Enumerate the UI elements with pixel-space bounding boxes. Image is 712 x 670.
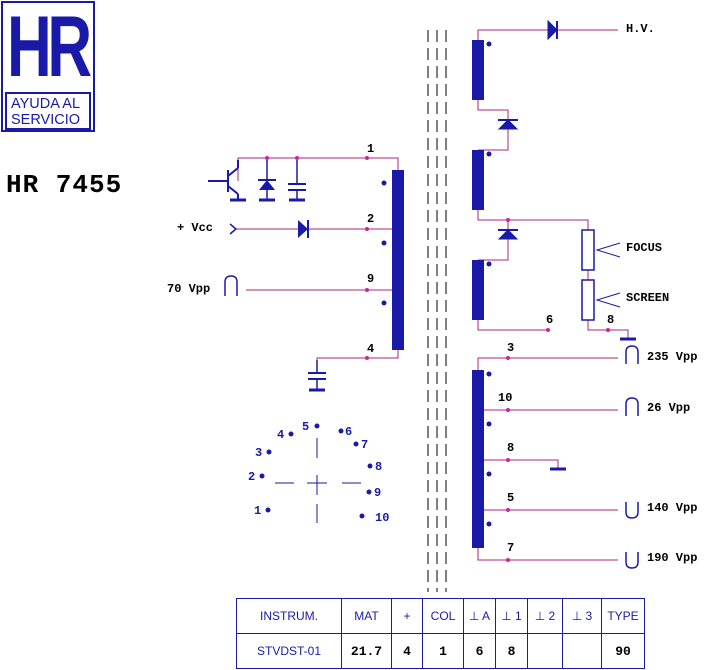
- vpp26-label: 26 Vpp: [647, 401, 690, 415]
- pin-1-label: 1: [367, 142, 374, 156]
- transistor-symbol: [208, 160, 246, 202]
- table-header-cell: +: [391, 598, 423, 634]
- pin-3-label: 3: [507, 341, 514, 355]
- logo-line-1: AYUDA AL: [11, 96, 81, 112]
- table-cell: 8: [495, 633, 528, 669]
- vpp140-label: 140 Vpp: [647, 501, 697, 515]
- pinout-dots: [259, 423, 373, 519]
- table-cell: 21.7: [341, 633, 392, 669]
- hv-label: H.V.: [626, 22, 655, 36]
- pinout-crosshair: [275, 438, 361, 523]
- model-number: HR 7455: [6, 170, 123, 200]
- table-header-cell: ⊥ 3: [562, 598, 602, 634]
- vcc-label: + Vcc: [177, 221, 213, 235]
- table-header-cell: COL: [422, 598, 464, 634]
- lower-secondary-wiring: [477, 357, 618, 561]
- pin-5-label: 5: [507, 491, 514, 505]
- transformer-core: [427, 30, 447, 592]
- table-header-row: INSTRUM. MAT + COL ⊥ A ⊥ 1 ⊥ 2 ⊥ 3 TYPE: [236, 598, 645, 634]
- table-cell: [562, 633, 602, 669]
- pinout-9: 9: [374, 486, 381, 500]
- lower-junctions: [506, 356, 510, 562]
- vpp70-label: 70 Vpp: [167, 282, 210, 296]
- pinout-4: 4: [277, 428, 284, 442]
- pinout-1: 1: [254, 504, 261, 518]
- hv-windings: [472, 40, 492, 320]
- table-cell: STVDST-01: [236, 633, 342, 669]
- pinout-3: 3: [255, 446, 262, 460]
- pin-10-label: 10: [498, 391, 512, 405]
- pin-2-label: 2: [367, 212, 374, 226]
- tuning-capacitor-symbol: [288, 160, 306, 202]
- table-header-cell: TYPE: [601, 598, 645, 634]
- table-header-cell: MAT: [341, 598, 392, 634]
- table-header-cell: ⊥ 2: [527, 598, 563, 634]
- pin-4-label: 4: [367, 342, 374, 356]
- primary-wiring: [236, 157, 399, 373]
- pin4-capacitor-symbol: [308, 360, 326, 392]
- pin-8b-label: 8: [507, 441, 514, 455]
- table-header-cell: ⊥ A: [463, 598, 496, 634]
- table-cell: 4: [391, 633, 423, 669]
- table-header-cell: INSTRUM.: [236, 598, 342, 634]
- lower-secondary-winding: [472, 370, 484, 548]
- primary-junctions: [265, 156, 369, 360]
- output-pulse-symbols: [625, 345, 639, 569]
- hv-diodes: [497, 19, 558, 240]
- hv-wiring: [477, 29, 629, 338]
- focus-label: FOCUS: [626, 241, 662, 255]
- lower-secondary-dots: [486, 371, 492, 527]
- table-row: STVDST-01 21.7 4 1 6 8 90: [236, 633, 645, 669]
- pinout-5: 5: [302, 420, 309, 434]
- damper-diode-symbol: [258, 160, 276, 202]
- pinout-8: 8: [375, 460, 382, 474]
- vpp235-label: 235 Vpp: [647, 350, 697, 364]
- focus-screen-resistors: [581, 229, 621, 321]
- logo-line-2: SERVICIO: [11, 112, 81, 128]
- vcc-input: [229, 220, 309, 238]
- pin-8-label: 8: [607, 313, 614, 327]
- table-cell: 6: [463, 633, 496, 669]
- hr-logo: HR AYUDA AL SERVICIO: [1, 1, 95, 132]
- primary-dots: [381, 180, 387, 306]
- table-cell: 1: [422, 633, 464, 669]
- vpp190-label: 190 Vpp: [647, 551, 697, 565]
- spec-table: INSTRUM. MAT + COL ⊥ A ⊥ 1 ⊥ 2 ⊥ 3 TYPE …: [236, 598, 645, 669]
- logo-tagline: AYUDA AL SERVICIO: [5, 92, 91, 130]
- pinout-7: 7: [361, 438, 368, 452]
- pin-6-label: 6: [546, 313, 553, 327]
- table-header-cell: ⊥ 1: [495, 598, 528, 634]
- pin-7-label: 7: [507, 541, 514, 555]
- pinout-2: 2: [248, 470, 255, 484]
- pinout-10: 10: [375, 511, 389, 525]
- table-cell: 90: [601, 633, 645, 669]
- screen-label: SCREEN: [626, 291, 669, 305]
- pin-9-label: 9: [367, 272, 374, 286]
- pulse-70vpp-symbol: [224, 275, 238, 296]
- primary-winding: [392, 170, 404, 350]
- pinout-6: 6: [345, 425, 352, 439]
- table-cell: [527, 633, 563, 669]
